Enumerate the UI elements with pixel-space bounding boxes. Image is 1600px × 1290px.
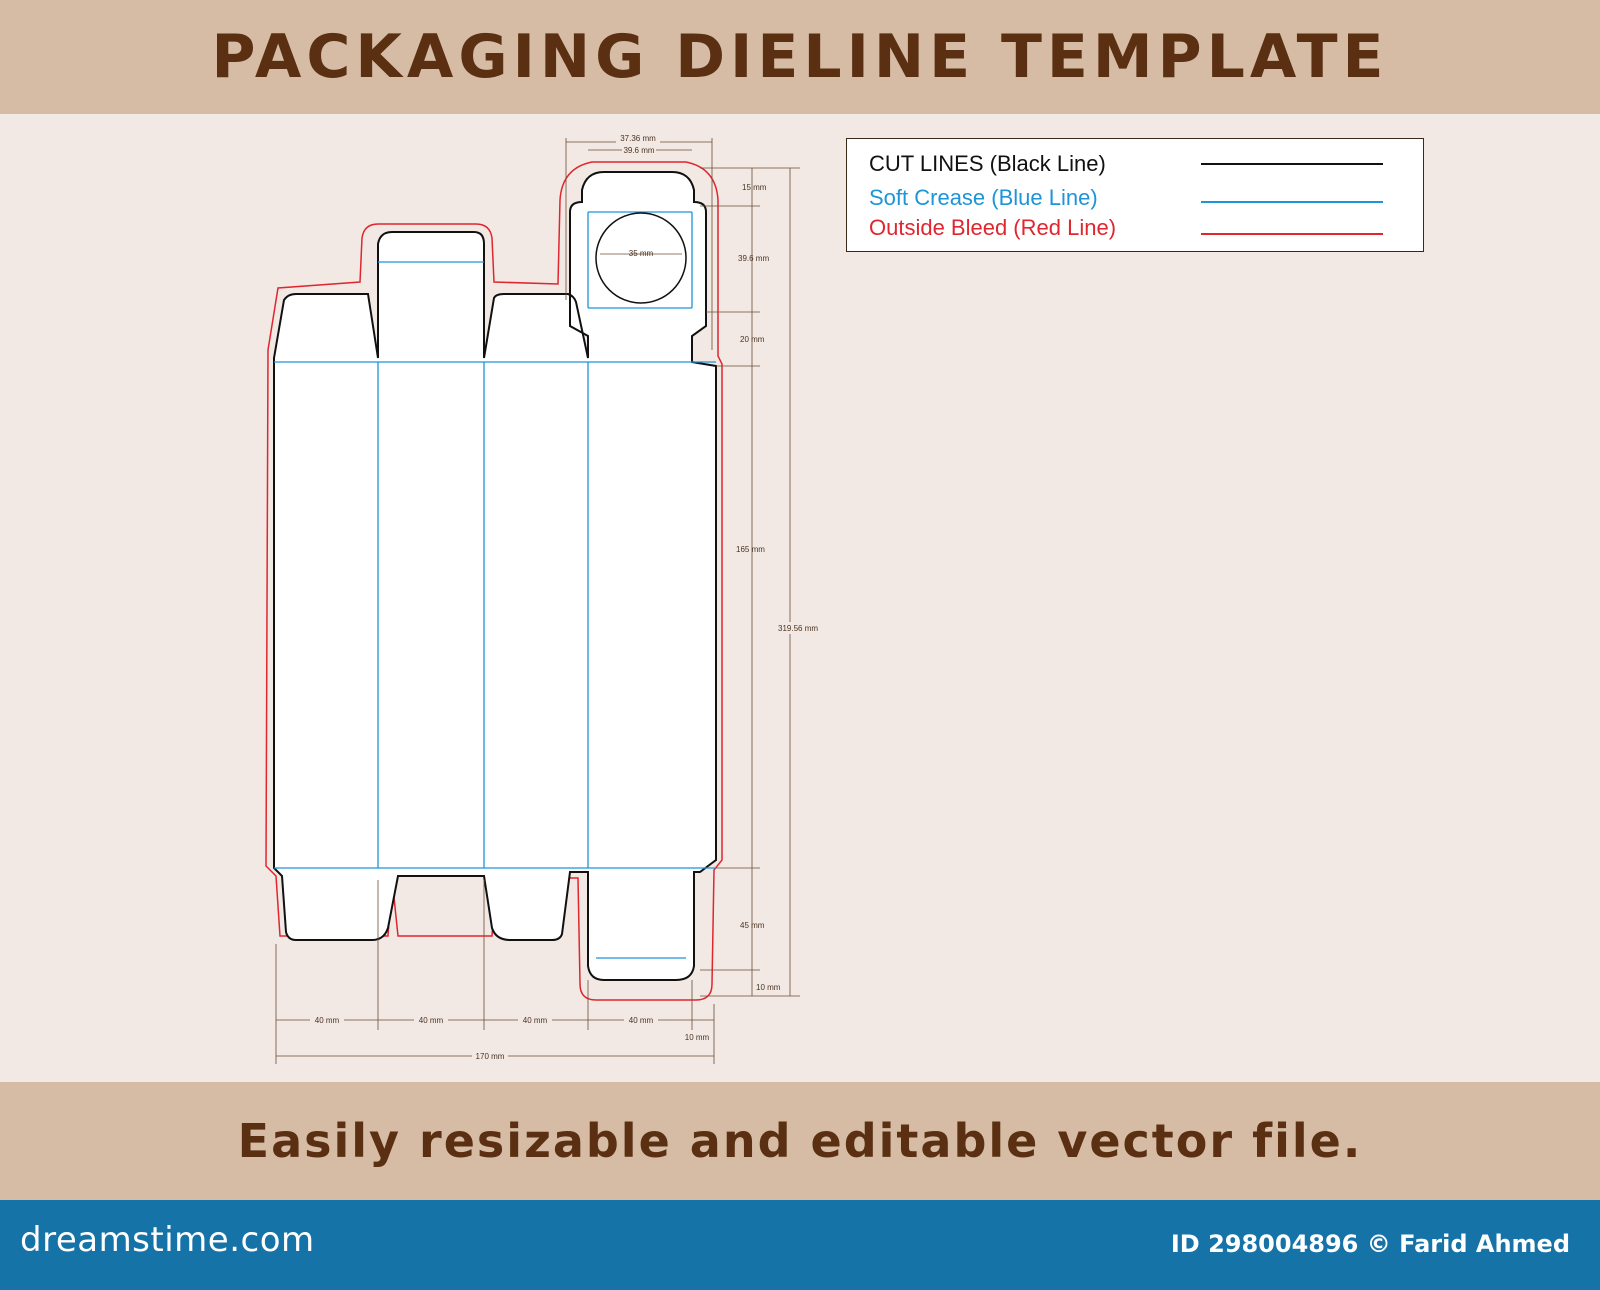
legend-crease-swatch	[1201, 201, 1383, 203]
site-logo[interactable]: dreamstime.com	[20, 1220, 315, 1260]
dimension-lines	[275, 138, 800, 1064]
page-title: PACKAGING DIELINE TEMPLATE	[211, 22, 1389, 92]
tagline: Easily resizable and editable vector fil…	[237, 1114, 1363, 1168]
image-id-credit: ID 298004896 © Farid Ahmed	[1170, 1230, 1570, 1258]
dim-dust-flap: 20 mm	[740, 335, 765, 344]
legend-cut-swatch	[1201, 163, 1383, 165]
dim-top-width-outer: 37.36 mm	[620, 134, 656, 143]
dim-bottom-flap: 45 mm	[740, 921, 765, 930]
dim-panel-1: 40 mm	[315, 1016, 340, 1025]
dim-total-width: 170 mm	[476, 1052, 505, 1061]
crease-lines	[274, 211, 716, 959]
dim-panel-2: 40 mm	[419, 1016, 444, 1025]
legend-box: CUT LINES (Black Line) Soft Crease (Blue…	[846, 138, 1424, 252]
bleed-outline	[265, 161, 723, 1001]
legend-crease-label: Soft Crease (Blue Line)	[869, 185, 1098, 210]
dim-window-diameter: 35 mm	[629, 249, 654, 258]
legend-bleed-label: Outside Bleed (Red Line)	[869, 215, 1117, 240]
dim-total-height: 319.56 mm	[778, 624, 818, 633]
header-banner: PACKAGING DIELINE TEMPLATE	[0, 0, 1600, 114]
window-cutout	[595, 212, 687, 304]
cut-outline	[273, 171, 717, 981]
legend-bleed-swatch	[1201, 233, 1383, 235]
dimension-labels: 37.36 mm 39.6 mm 35 mm 15 mm 39.6 mm 20 …	[310, 133, 826, 1061]
dim-bottom-tuck: 10 mm	[756, 983, 781, 992]
dieline-drawing: 37.36 mm 39.6 mm 35 mm 15 mm 39.6 mm 20 …	[265, 133, 826, 1064]
dim-tuck-flap: 15 mm	[742, 183, 767, 192]
dim-panel-4: 40 mm	[629, 1016, 654, 1025]
dim-body-height: 165 mm	[736, 545, 765, 554]
footer-banner: Easily resizable and editable vector fil…	[0, 1082, 1600, 1200]
dim-top-width-inner: 39.6 mm	[623, 146, 654, 155]
dim-panel-3: 40 mm	[523, 1016, 548, 1025]
dim-top-panel: 39.6 mm	[738, 254, 769, 263]
legend-cut-label: CUT LINES (Black Line)	[869, 151, 1106, 176]
stock-watermark-bar: dreamstime.com ID 298004896 © Farid Ahme…	[0, 1200, 1600, 1290]
dim-glue-flap: 10 mm	[685, 1033, 710, 1042]
